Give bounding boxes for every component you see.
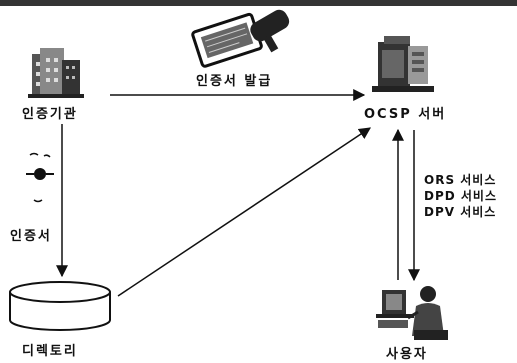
service-item: ORS 서비스 xyxy=(424,172,497,188)
issue-certificate-label: 인증서 발급 xyxy=(196,70,272,89)
directory-cylinder-icon xyxy=(10,282,110,330)
certificate-seal-icon xyxy=(26,154,54,202)
arrow-directory-to-ocsp xyxy=(118,128,370,296)
user-workstation-icon xyxy=(376,286,448,340)
server-icon xyxy=(372,36,434,92)
directory-label: 디렉토리 xyxy=(22,340,78,359)
ca-label: 인증기관 xyxy=(22,103,78,122)
services-list: ORS 서비스 DPD 서비스 DPV 서비스 xyxy=(424,172,497,220)
building-icon xyxy=(28,48,84,98)
certificate-document-icon xyxy=(192,14,262,67)
service-item: DPV 서비스 xyxy=(424,204,497,220)
ocsp-server-label: OCSP 서버 xyxy=(364,103,446,122)
service-item: DPD 서비스 xyxy=(424,188,497,204)
certificate-label: 인증서 xyxy=(10,225,52,244)
top-strip xyxy=(0,0,517,6)
user-label: 사용자 xyxy=(386,343,428,362)
